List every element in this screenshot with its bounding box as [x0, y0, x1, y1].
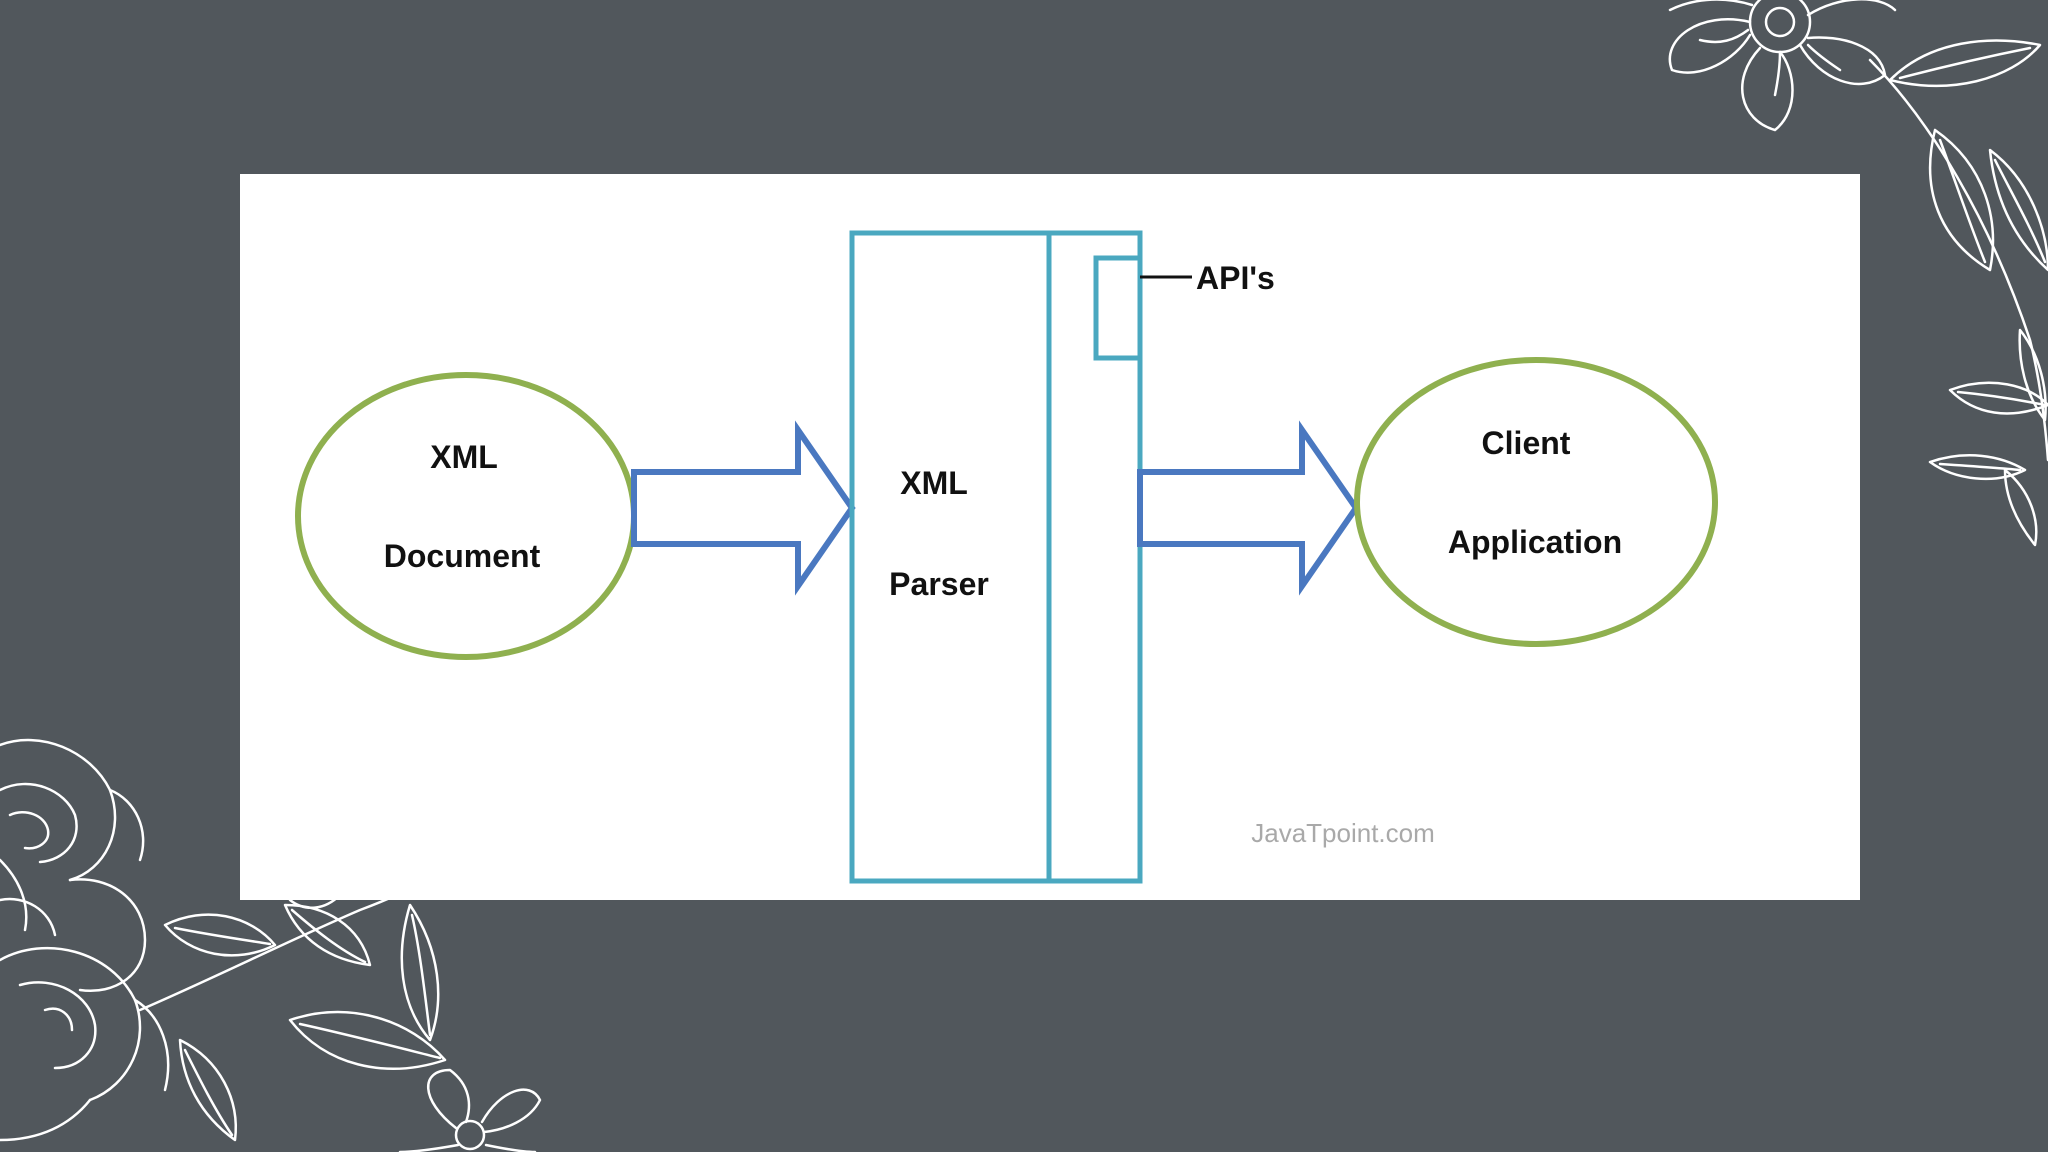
xml-parser-node: XML Parser [849, 230, 1143, 884]
watermark-text: JavaTpoint.com [1251, 818, 1435, 848]
floral-decoration-top-right [1668, 0, 2048, 547]
branch-stem [1868, 58, 2048, 462]
leaf-icon [1928, 128, 1995, 272]
xml-document-label-line1: XML [430, 439, 498, 475]
xml-document-node: XML Document [295, 372, 637, 660]
leaf-icon [1888, 39, 2042, 87]
leaf-icon [1948, 381, 2048, 415]
xml-parser-label-line2: Parser [889, 566, 989, 602]
leaf-icon [2003, 468, 2038, 547]
client-application-label-line1: Client [1482, 425, 1571, 461]
leaf-icon [400, 903, 440, 1042]
leaf-icon [163, 913, 277, 957]
flow-arrow-document-to-parser [631, 420, 856, 596]
xml-parser-box [849, 230, 1143, 884]
client-application-ellipse [1354, 357, 1718, 647]
rose-icon [0, 738, 147, 992]
client-application-label-line2: Application [1448, 524, 1622, 560]
leaf-icon [1988, 148, 2048, 272]
xml-parsing-diagram: XML Document XML Parser API's Client App… [295, 230, 1718, 884]
rose-icon [0, 947, 170, 1142]
leaf-icon [178, 1038, 237, 1142]
client-application-node: Client Application [1354, 357, 1718, 647]
leaf-icon [1928, 454, 2027, 481]
flow-arrow-parser-to-client [1137, 420, 1360, 596]
leaf-icon [2018, 328, 2047, 422]
xml-document-label-line2: Document [384, 538, 541, 574]
flower-icon [1668, 0, 1897, 132]
api-box [1093, 255, 1143, 361]
leaf-icon [283, 903, 372, 967]
api-label: API's [1196, 260, 1275, 296]
xml-parser-label-line1: XML [900, 465, 968, 501]
leaf-icon [288, 1010, 447, 1070]
